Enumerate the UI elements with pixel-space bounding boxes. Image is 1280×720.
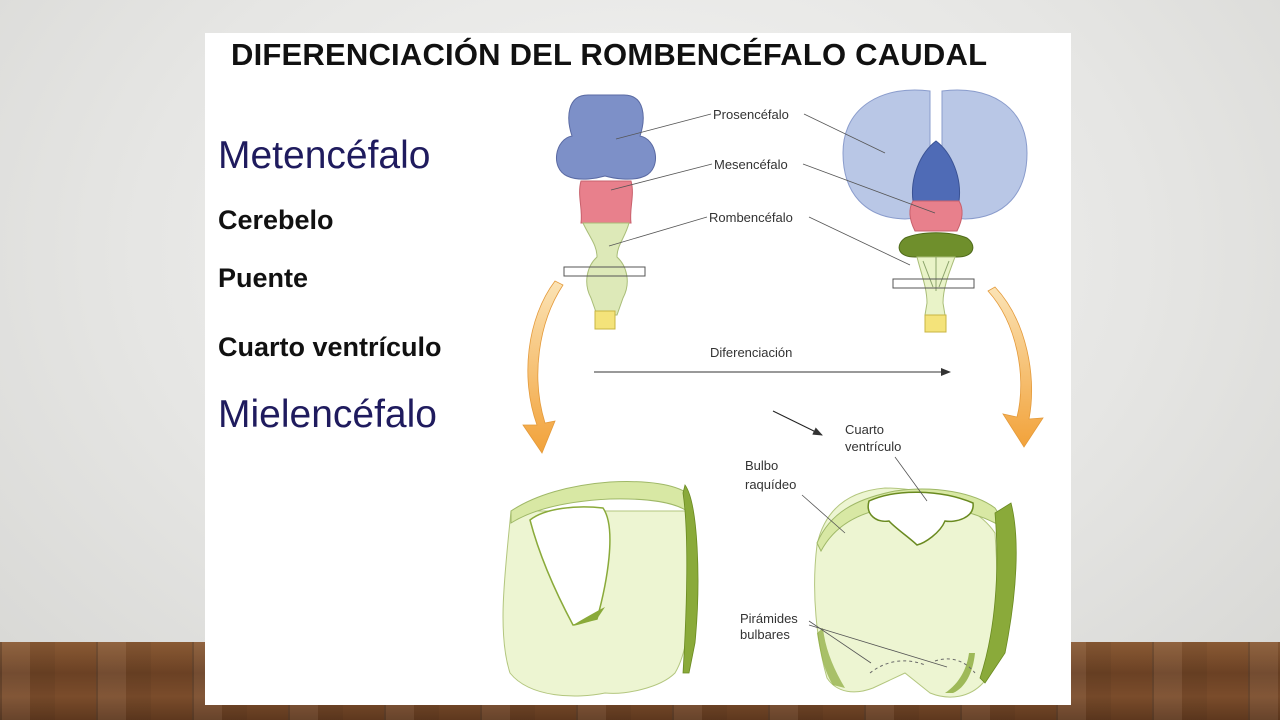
label-diferenciacion: Diferenciación (710, 345, 792, 360)
cross-section-late (814, 487, 1017, 698)
cross-section-early (502, 481, 699, 697)
list-item-cerebelo: Cerebelo (218, 205, 334, 235)
label-prosencefalo: Prosencéfalo (713, 107, 789, 122)
slide-panel: DIFERENCIACIÓN DEL ROMBENCÉFALO CAUDAL M… (205, 33, 1071, 705)
list-item-puente: Puente (218, 263, 309, 293)
prosencephalon-early (555, 94, 657, 180)
orange-curved-arrow-right (987, 286, 1044, 448)
rhombencephalon-early (582, 222, 630, 316)
list-item-metencefalo: Metencéfalo (218, 134, 431, 177)
label-piramides: Pirámides (740, 611, 798, 626)
label-cuarto: Cuarto (845, 422, 884, 437)
label-rombencefalo: Rombencéfalo (709, 210, 793, 225)
label-ventriculo: ventrículo (845, 439, 901, 454)
mesencephalon-late (909, 200, 963, 232)
brain-differentiation-diagram: Prosencéfalo Mesencéfalo Rombencéfalo Di… (502, 89, 1044, 698)
telencephalon-right-hemisphere (941, 89, 1028, 220)
embryo-early-stage (555, 94, 657, 330)
label-bulbares: bulbares (740, 627, 790, 642)
section-plane-early (563, 266, 646, 277)
spinal-cord-late (924, 314, 947, 333)
section-plane-late (892, 278, 975, 289)
metencephalon-cerebellum (898, 232, 974, 258)
list-item-cuarto-ventriculo: Cuarto ventrículo (218, 332, 442, 362)
orange-curved-arrow-left (522, 280, 564, 454)
list-item-mielencefalo: Mielencéfalo (218, 393, 437, 436)
slide-title: DIFERENCIACIÓN DEL ROMBENCÉFALO CAUDAL (231, 37, 988, 72)
label-bulbo: Bulbo (745, 458, 778, 473)
label-mesencefalo: Mesencéfalo (714, 157, 788, 172)
fourth-ventricle-late (867, 491, 974, 546)
spinal-cord-early (594, 310, 616, 330)
label-raquideo: raquídeo (745, 477, 796, 492)
mesencephalon-early (579, 180, 633, 224)
